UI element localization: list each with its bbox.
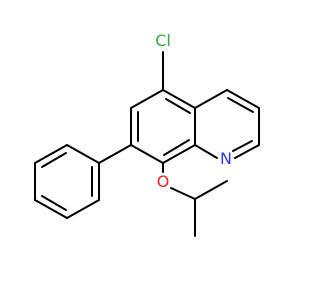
bond-c2-n1-inner xyxy=(232,140,253,152)
bonds xyxy=(34,51,260,237)
bond-c6-c5 xyxy=(130,89,164,109)
bond-c4a-c4 xyxy=(194,89,228,109)
chlorine-label: Cl xyxy=(155,31,171,50)
bond-c5-c4a xyxy=(162,89,196,109)
bond-ch-ch3-up xyxy=(194,180,228,200)
bond-ph3-ph4 xyxy=(34,199,68,219)
structure-svg: Cl N O xyxy=(34,31,260,237)
bond-c8a-c8 xyxy=(162,144,196,164)
bond-o-ch xyxy=(170,187,196,200)
molecule-diagram: Cl N O xyxy=(34,31,260,237)
bond-c8-c7 xyxy=(130,144,164,164)
bond-c5-c4a-inner xyxy=(165,98,191,114)
bond-c4-c3 xyxy=(226,89,260,109)
bond-ph2-ph3 xyxy=(66,199,100,219)
bond-c2-n1 xyxy=(234,144,260,159)
atom-labels: Cl N O xyxy=(155,31,232,191)
bond-ph5-ph6-inner xyxy=(41,152,67,168)
bond-n1-c8a xyxy=(194,144,218,159)
bond-ph3-ph4-inner xyxy=(41,195,67,211)
bond-c4-c3-inner xyxy=(227,97,254,113)
bond-c7-phenyl xyxy=(98,144,132,164)
oxygen-label: O xyxy=(157,172,170,191)
bond-c8a-c8-inner xyxy=(163,139,190,156)
bond-ph6-ph1 xyxy=(66,144,100,164)
nitrogen-label: N xyxy=(220,149,232,168)
bond-ph5-ph6 xyxy=(34,144,68,164)
